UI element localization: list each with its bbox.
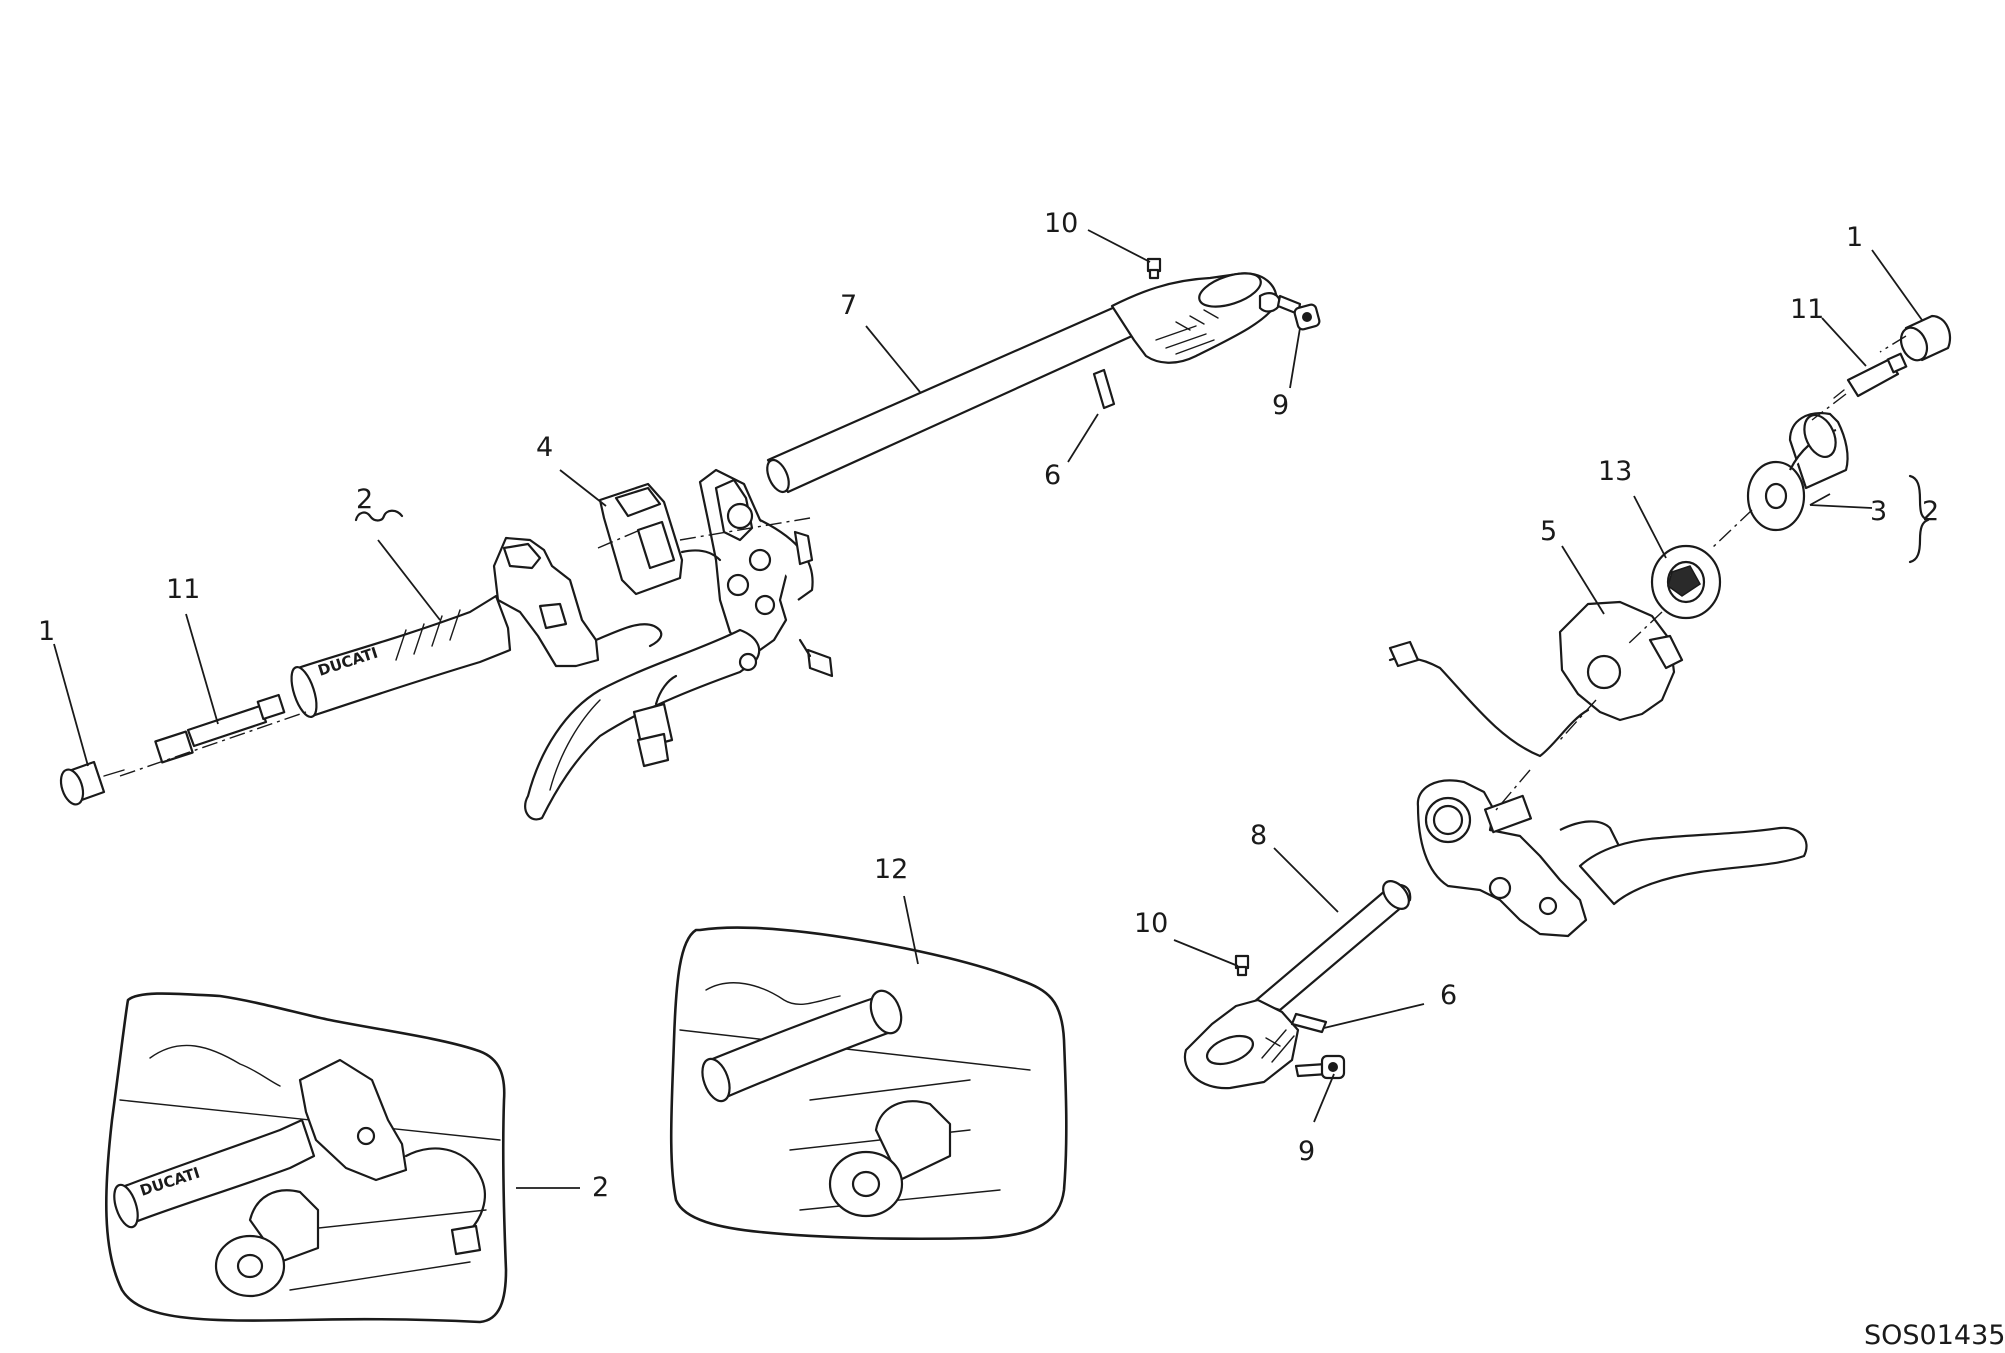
right-clamp-bolt-bottom (1294, 1054, 1346, 1080)
left-switch-cube (598, 482, 722, 596)
right-bottom-clamp (1183, 998, 1300, 1090)
callout-right-clamp-bolt: 9 (1298, 1136, 1315, 1167)
callout-left-counterweight: 11 (166, 574, 200, 605)
left-top-clamp (1110, 272, 1282, 364)
callout-right-endcap: 1 (1846, 222, 1863, 253)
callout-left-handlebar: 7 (840, 290, 857, 321)
left-handlebar-tube (766, 305, 1134, 494)
inset-left-assembly: DUCATI (104, 992, 508, 1324)
left-counterweight (154, 693, 286, 764)
right-brake-master-cylinder (1416, 779, 1808, 938)
right-throttle-ring (1650, 544, 1722, 620)
callout-right-handlebar: 8 (1250, 820, 1267, 851)
callout-inset-right: 12 (874, 854, 908, 885)
document-id: SOS01435 (1864, 1320, 2005, 1351)
callout-left-clamp-screw: 10 (1044, 208, 1078, 239)
callout-right-switch: 5 (1540, 516, 1557, 547)
callout-right-clamp-screw: 10 (1134, 908, 1168, 939)
right-counterweight (1833, 352, 1908, 399)
callout-left-grip-set: 2 (356, 484, 373, 515)
left-clamp-bolt-top (1276, 294, 1321, 331)
callout-right-counterweight: 11 (1790, 294, 1824, 325)
callout-right-pin: 6 (1440, 980, 1457, 1011)
right-throttle-grip (1746, 412, 1849, 532)
inset-right-assembly (669, 926, 1068, 1241)
left-handlebar-assembly: DUCATI (59, 257, 1321, 821)
right-locating-pin (1290, 1012, 1328, 1034)
callout-right-grip-set: 2 (1922, 496, 1939, 527)
callout-left-pin: 6 (1044, 460, 1061, 491)
callout-left-clamp-bolt: 9 (1272, 390, 1289, 421)
right-clamp-screw-bottom (1234, 954, 1250, 977)
callout-right-grip: 3 (1870, 496, 1887, 527)
front-brake-lever-assembly (524, 468, 834, 821)
callout-right-throttle-ring: 13 (1598, 456, 1632, 487)
callout-left-endcap: 1 (38, 616, 55, 647)
right-bar-endcap (1899, 314, 1952, 362)
callout-inset-left: 2 (592, 1172, 609, 1203)
right-handlebar-assembly (1183, 314, 1952, 1090)
callout-left-switch: 4 (536, 432, 553, 463)
left-locating-pin (1092, 368, 1116, 410)
callout-labels: 1 11 2 4 7 10 6 9 1 11 3 2 13 5 8 10 6 9… (38, 208, 1939, 1203)
left-bar-endcap (59, 760, 125, 806)
leader-lines (53, 229, 1930, 1189)
left-clamp-screw-top (1146, 257, 1162, 280)
right-switch-housing (1388, 600, 1684, 758)
right-handlebar-tube (1252, 880, 1412, 1012)
